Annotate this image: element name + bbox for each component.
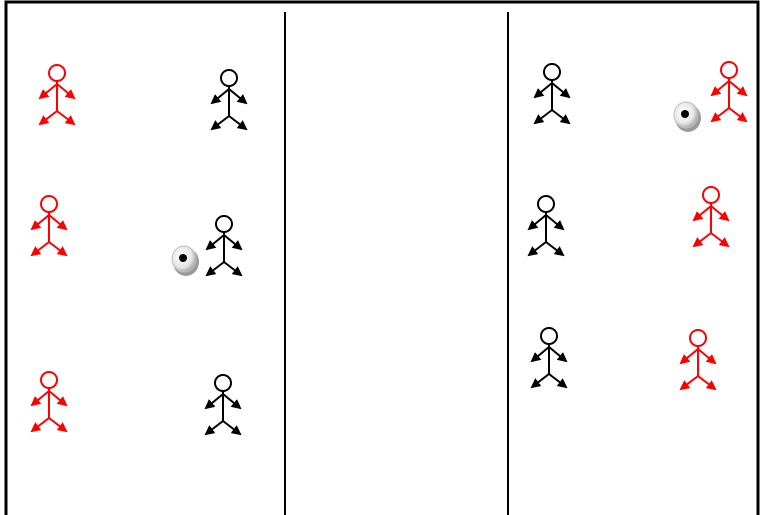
player-head bbox=[690, 330, 706, 346]
player-head bbox=[41, 196, 57, 212]
player-head bbox=[721, 62, 737, 78]
field-border bbox=[6, 2, 758, 515]
player-head bbox=[49, 65, 65, 81]
player-head bbox=[544, 64, 560, 80]
player-head bbox=[216, 216, 232, 232]
player-head bbox=[215, 375, 231, 391]
player-head bbox=[538, 196, 554, 212]
player-head bbox=[41, 372, 57, 388]
player-head bbox=[703, 187, 719, 203]
player-head bbox=[541, 328, 557, 344]
ball-center-dot bbox=[681, 110, 689, 118]
ball-center-dot bbox=[179, 254, 187, 262]
player-head bbox=[221, 70, 237, 86]
